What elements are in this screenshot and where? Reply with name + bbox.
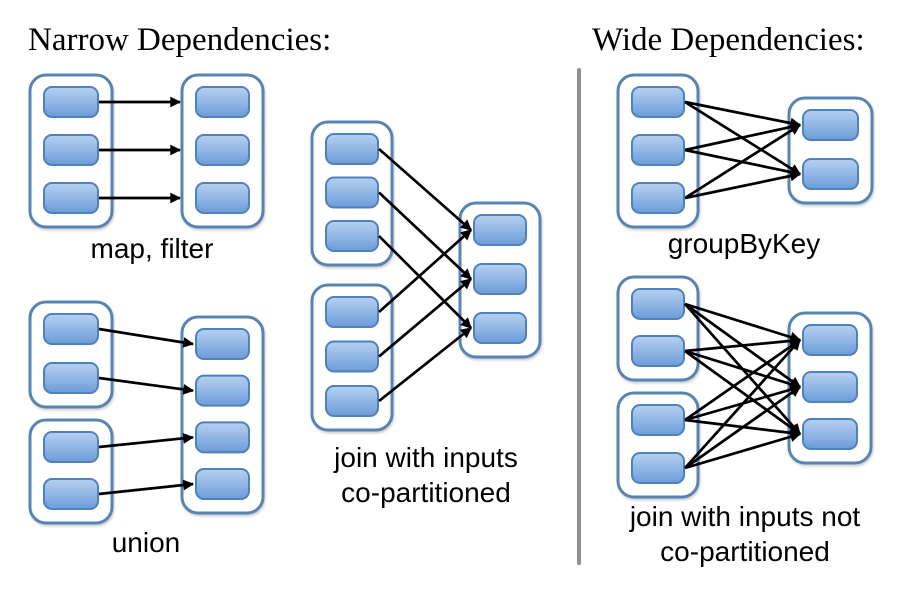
dependency-arrow — [684, 123, 801, 200]
dependency-arrow — [684, 302, 802, 343]
dependency-arrow — [98, 479, 195, 496]
diagram-join-not — [616, 275, 873, 499]
partition — [195, 86, 250, 118]
partition — [325, 133, 379, 165]
partition — [802, 324, 858, 356]
partition — [43, 313, 99, 345]
partition — [631, 452, 685, 484]
partition — [195, 374, 250, 407]
partition — [43, 431, 99, 463]
partition — [631, 404, 685, 436]
partition — [325, 340, 379, 373]
diagram-map-filter — [28, 73, 265, 229]
dependency-arrow — [98, 432, 195, 449]
partition — [43, 182, 99, 214]
dependency-arrow — [378, 228, 472, 314]
map-filter-label: map, filter — [90, 233, 214, 264]
partition — [325, 296, 379, 328]
dependency-arrow — [684, 100, 802, 129]
partition — [631, 288, 685, 320]
partition — [631, 335, 685, 367]
section-divider — [577, 68, 581, 565]
dependency-arrow — [684, 121, 802, 152]
partition — [195, 468, 250, 500]
partition — [631, 134, 685, 166]
partition — [43, 134, 99, 166]
partition — [802, 109, 859, 141]
partition — [802, 418, 858, 450]
dependency-arrow — [684, 170, 802, 200]
dependency-arrow — [684, 349, 801, 436]
partition — [43, 478, 99, 510]
partition — [325, 385, 379, 417]
union-label: union — [111, 527, 181, 558]
partition — [195, 182, 250, 214]
dependency-arrow — [684, 335, 802, 353]
dependency-arrow — [378, 191, 472, 280]
partition — [473, 214, 527, 246]
dependency-arrow — [684, 338, 801, 422]
join-not-co-partitioned-label: join with inputs not co-partitioned — [629, 501, 861, 567]
partition — [631, 182, 685, 214]
partition — [325, 220, 379, 252]
partition — [473, 312, 527, 344]
partition — [802, 371, 858, 403]
dependency-arrow — [378, 277, 472, 358]
join-co-partitioned-label: join with inputs co-partitioned — [334, 442, 518, 508]
partition — [43, 362, 99, 394]
partition — [195, 421, 250, 454]
diagram-group-by-key — [616, 73, 874, 229]
wide-dependencies-title: Wide Dependencies: — [592, 22, 865, 58]
dependency-arrow — [378, 235, 472, 329]
partition — [43, 86, 99, 118]
dependency-arrow — [684, 349, 802, 390]
diagram-union — [28, 300, 265, 525]
narrow-dependencies-title: Narrow Dependencies: — [28, 22, 332, 58]
partition — [195, 134, 250, 166]
partition — [802, 158, 859, 190]
dependency-arrow — [98, 327, 195, 348]
partition — [195, 328, 250, 360]
partition — [473, 263, 527, 295]
dependency-arrow — [684, 385, 801, 470]
diagram-join-co — [310, 120, 542, 432]
dependency-arrow — [378, 147, 472, 232]
dependency-arrow — [683, 339, 802, 469]
group-by-key-label: groupByKey — [667, 228, 821, 259]
dependency-arrow — [684, 431, 802, 470]
dependency-arrow — [98, 376, 195, 395]
rdd-container-output-rdd — [180, 315, 265, 515]
dependency-arrow — [378, 326, 472, 403]
partition — [631, 86, 685, 118]
partition — [325, 176, 379, 209]
